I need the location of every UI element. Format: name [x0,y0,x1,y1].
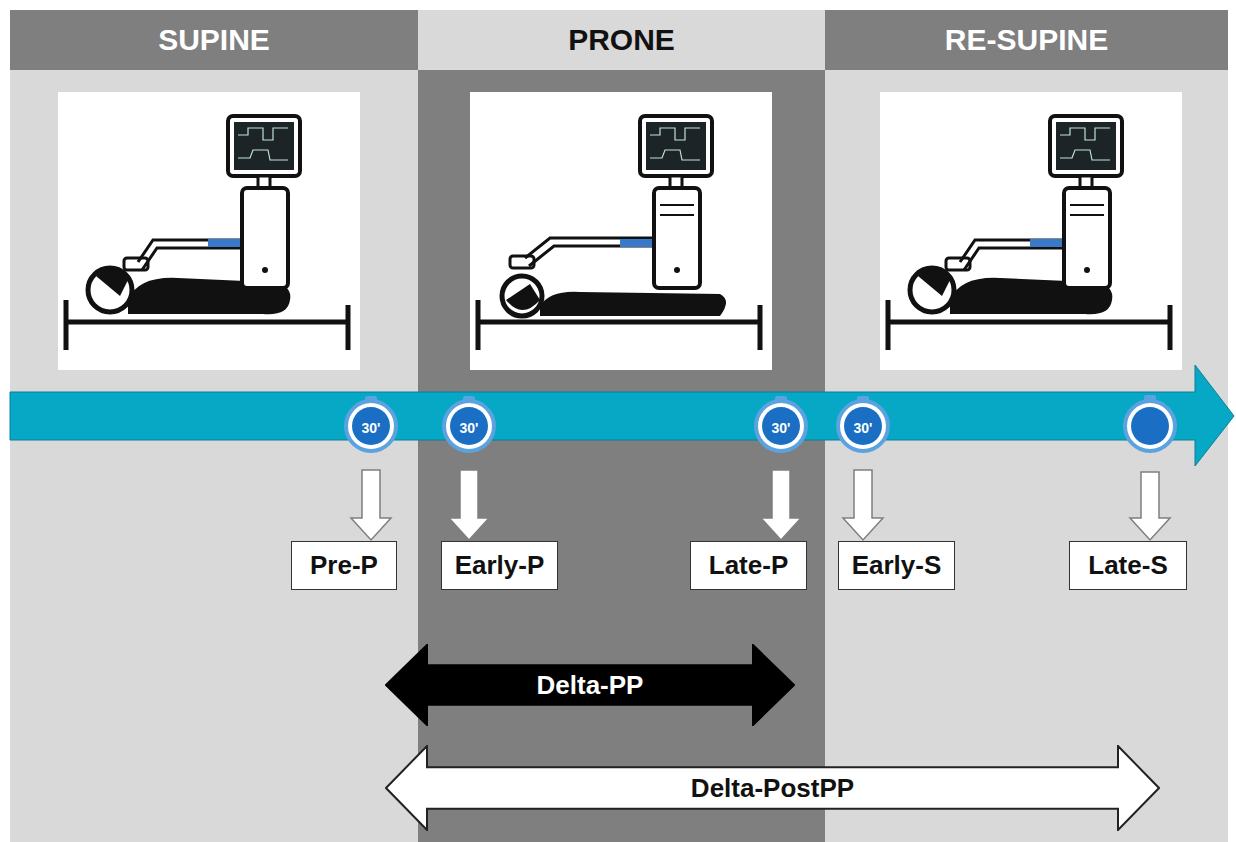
down-arrow [351,470,391,540]
node-label: Delta-PP [537,670,644,701]
timeline-arrow [10,365,1234,466]
node-label: Late-S [1088,550,1167,581]
time-point-box: Late-S [1069,541,1187,590]
node-label: Delta-PostPP [691,773,854,804]
time-point-box: Early-P [441,541,558,590]
node-label: 30' [772,420,791,436]
down-arrow [843,470,883,540]
delta-arrow: Delta-PP [385,644,795,726]
phase-header: PRONE [418,10,825,70]
stopwatch-node: 30' [753,396,809,454]
time-point-box: Late-P [690,541,807,590]
node-label: Early-P [455,550,545,581]
phase-header: RE-SUPINE [825,10,1228,70]
node-label: 30' [362,420,381,436]
stopwatch-node: 30' [441,396,497,454]
down-arrow [449,470,489,540]
node-label: Late-P [709,550,788,581]
patient-ventilator-illustration [470,92,772,370]
delta-arrow: Delta-PostPP [385,745,1160,831]
patient-ventilator-illustration [58,92,360,370]
down-arrow [1130,472,1170,540]
time-point-box: Pre-P [291,541,397,590]
node-label: SUPINE [158,23,270,57]
node-label: 30' [854,420,873,436]
patient-ventilator-illustration [880,92,1182,370]
down-arrow [761,470,801,540]
node-label: PRONE [568,23,675,57]
node-label: RE-SUPINE [945,23,1108,57]
stopwatch-icon [1125,395,1175,451]
node-label: Pre-P [310,550,378,581]
node-label: 30' [460,420,479,436]
node-label: Early-S [852,550,942,581]
time-point-box: Early-S [838,541,955,590]
stopwatch-node: 30' [343,396,399,454]
phase-header: SUPINE [10,10,418,70]
stopwatch-node: 30' [835,396,891,454]
